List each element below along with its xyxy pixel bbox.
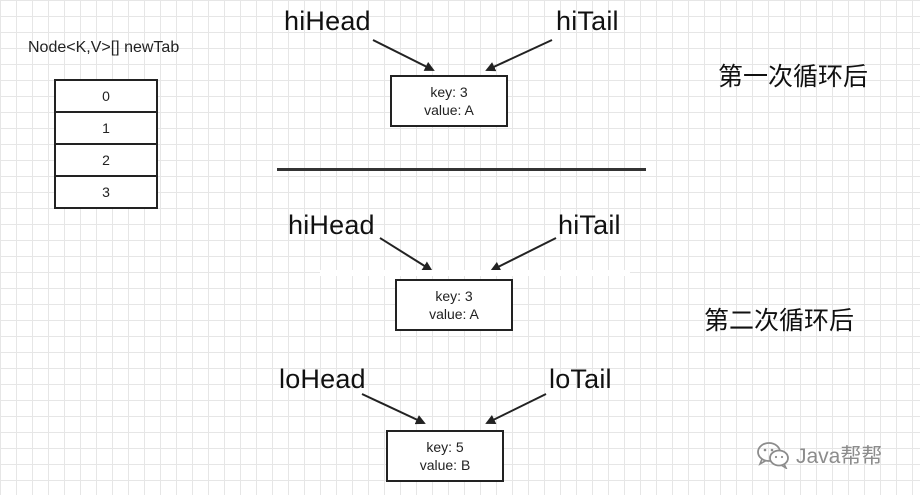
arrow-hitail-1: [485, 39, 553, 72]
hihead-label-1: hiHead: [284, 6, 371, 36]
array-cell-0: 0: [56, 81, 156, 113]
node-key: key: 3: [430, 84, 468, 100]
arrow-hihead-2: [379, 237, 433, 272]
wechat-icon: [757, 442, 789, 469]
node-value: value: A: [424, 102, 474, 118]
arrow-lotail: [485, 393, 547, 424]
lohead-label: loHead: [279, 364, 366, 394]
arrow-hihead-1: [372, 39, 435, 71]
array-title: Node<K,V>[] newTab: [28, 39, 180, 56]
array-cell-2: 2: [56, 145, 156, 177]
section-divider: [277, 168, 646, 171]
lotail-label: loTail: [549, 364, 612, 394]
node-lo: key: 5 value: B: [386, 430, 504, 482]
new-tab-array: 0 1 2 3: [54, 79, 158, 209]
watermark-text: Java帮帮: [796, 445, 883, 468]
watermark: Java帮帮: [756, 440, 882, 470]
node-value: value: B: [419, 457, 471, 473]
node-key: key: 3: [435, 288, 473, 304]
arrow-hitail-2: [490, 237, 557, 271]
caption-second-loop: 第二次循环后: [704, 306, 855, 335]
node-key: key: 5: [426, 439, 464, 455]
hitail-label-2: hiTail: [558, 210, 621, 240]
node-hi-2: key: 3 value: A: [395, 279, 513, 331]
caption-first-loop: 第一次循环后: [718, 62, 869, 91]
arrow-lohead: [361, 393, 426, 425]
array-cell-3: 3: [102, 184, 110, 200]
hitail-label-1: hiTail: [556, 6, 619, 36]
faded-band: [320, 270, 630, 276]
hihead-label-2: hiHead: [288, 210, 375, 240]
array-cell-1: 1: [56, 113, 156, 145]
node-hi-1: key: 3 value: A: [390, 75, 508, 127]
node-value: value: A: [429, 306, 479, 322]
